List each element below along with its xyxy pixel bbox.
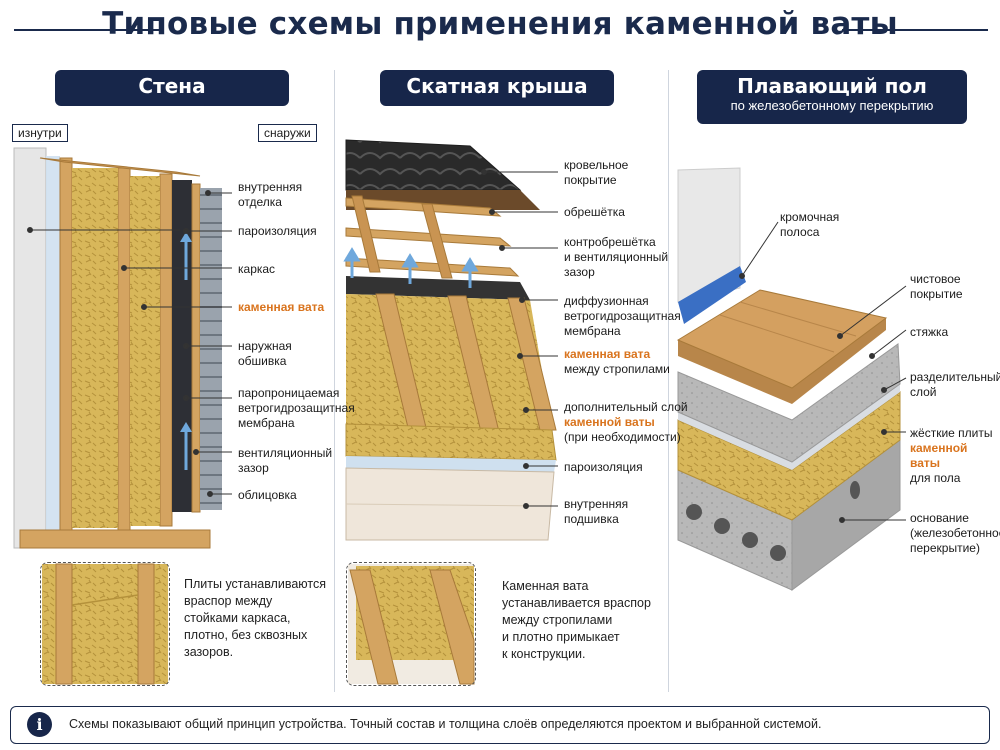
info-icon: i	[27, 712, 52, 737]
floor-drawing	[676, 167, 907, 591]
floor-label-screed: стяжка	[910, 325, 949, 339]
roof-label-stone-wool: каменная вата между стропилами	[564, 347, 670, 377]
column-divider	[334, 70, 335, 692]
wall-label-membrane: паропроницаемая ветрогидрозащитная мембр…	[238, 386, 355, 430]
floor-label-edge-strip: кромочная полоса	[780, 210, 840, 239]
floor-label-wool-b: для пола	[910, 471, 961, 485]
floor-label-base: основание (железобетонное перекрытие)	[910, 511, 1000, 555]
roof-label-additional-layer: дополнительный слой каменной ваты (при н…	[564, 400, 688, 445]
wall-header: Стена	[55, 70, 289, 106]
roof-inset	[346, 562, 476, 686]
footer-text: Схемы показывают общий принцип устройств…	[69, 717, 822, 731]
roof-label-inner-lining: внутренняя подшивка	[564, 497, 629, 526]
roof-label-additional-highlight: каменной ваты	[564, 415, 655, 429]
roof-label-battens: обрешётка	[564, 205, 625, 219]
roof-label-stone-wool-highlight: каменная вата	[564, 347, 651, 361]
page-title: Типовые схемы применения каменной ваты	[102, 6, 898, 42]
wall-label-cladding: облицовка	[238, 488, 297, 502]
wall-label-outer-sheathing: наружная обшивка	[238, 339, 292, 368]
roof-label-counter-battens: контробрешётка и вентиляционный зазор	[564, 235, 669, 279]
roof-label-between-rafters: между стропилами	[564, 362, 670, 376]
title-rule-left	[14, 29, 160, 31]
wall-label-stone-wool: каменная вата	[238, 300, 325, 314]
wall-inset-drawing	[42, 563, 168, 685]
floor-header: Плавающий пол по железобетонному перекры…	[697, 70, 967, 124]
wall-label-inner-finish: внутренняя отделка	[238, 180, 303, 209]
roof-header: Скатная крыша	[380, 70, 614, 106]
roof-label-diffusion-membrane: диффузионная ветрогидрозащитная мембрана	[564, 294, 681, 338]
floor-label-stone-wool: жёсткие плиты каменной ваты для пола	[910, 426, 1000, 486]
column-divider	[668, 70, 669, 692]
roof-note: Каменная вата устанавливается враспор ме…	[502, 579, 651, 661]
wall-inset	[40, 562, 170, 686]
floor-label-finish: чистовое покрытие	[910, 272, 963, 301]
roof-label-additional-a: дополнительный слой	[564, 400, 688, 414]
outside-tag: снаружи	[258, 124, 317, 142]
wall-label-ventilation-gap: вентиляционный зазор	[238, 446, 333, 475]
wall-note: Плиты устанавливаются враспор между стой…	[184, 577, 326, 659]
roof-drawing	[343, 139, 558, 541]
footer-note: i Схемы показывают общий принцип устройс…	[10, 706, 990, 744]
wall-label-frame: каркас	[238, 262, 276, 276]
floor-label-separation: разделительный слой	[910, 370, 1000, 399]
roof-label-roofing: кровельное покрытие	[564, 158, 629, 187]
wall-label-vapour-barrier: пароизоляция	[238, 224, 317, 238]
floor-label-wool-a: жёсткие плиты	[910, 426, 993, 440]
roof-label-additional-b: (при необходимости)	[564, 430, 681, 444]
roof-label-vapour-barrier: пароизоляция	[564, 460, 643, 474]
roof-inset-drawing	[348, 564, 475, 685]
wall-drawing	[13, 147, 232, 549]
title-rule-right	[842, 29, 988, 31]
inside-tag: изнутри	[12, 124, 68, 142]
floor-label-wool-highlight: каменной ваты	[910, 441, 968, 470]
